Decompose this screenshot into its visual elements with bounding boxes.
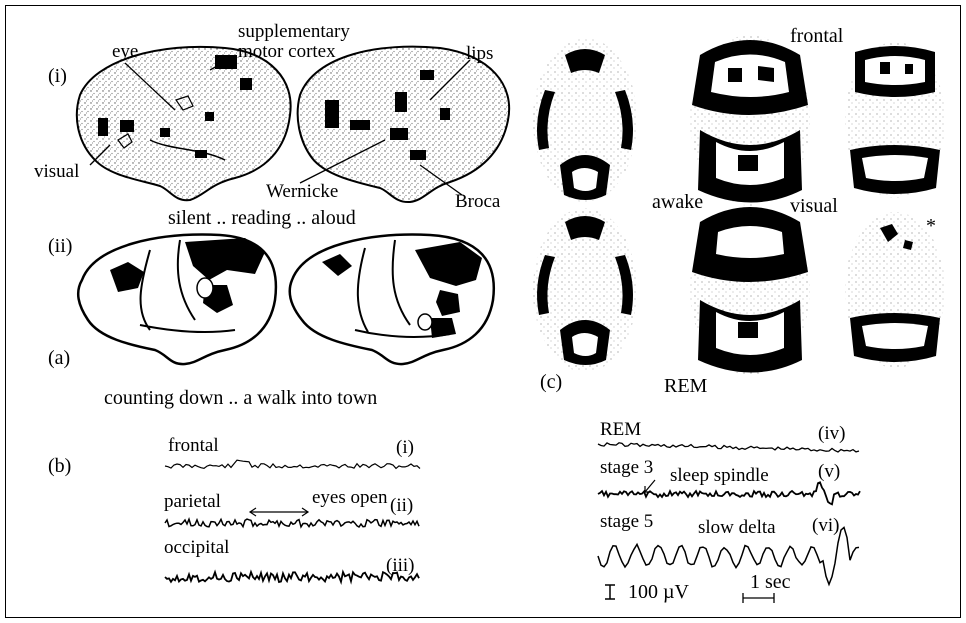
eeg-traces-b: [165, 460, 420, 582]
brain-a-i-right: [298, 47, 510, 202]
eeg-trace-occipital: [165, 572, 419, 582]
brain-a-ii-right: [290, 235, 494, 364]
caption-reading: silent .. reading .. aloud: [168, 208, 356, 228]
brain-a-i-left: [77, 47, 291, 200]
slice-top-right: [845, 42, 945, 198]
label-visual-a: visual: [34, 162, 79, 181]
panel-a-tag: (a): [48, 348, 70, 368]
caption-counting: counting down .. a walk into town: [104, 388, 377, 408]
label-lips: lips: [466, 44, 493, 63]
panel-b-tag: (b): [48, 456, 71, 476]
panel-c-tag: (c): [540, 372, 562, 392]
label-visual-c: visual: [790, 196, 838, 216]
trace-tag-v: (v): [818, 462, 840, 481]
label-slow-delta: slow delta: [698, 518, 776, 537]
slice-top-middle: [690, 35, 810, 205]
brain-a-ii-left: [78, 235, 276, 364]
label-frontal-c: frontal: [790, 26, 843, 46]
trace-tag-ii: (ii): [390, 496, 413, 515]
label-wernicke: Wernicke: [266, 182, 338, 201]
label-eye: eye: [112, 42, 138, 61]
trace-label-occipital: occipital: [164, 538, 229, 557]
trace-tag-iv: (iv): [818, 424, 845, 443]
label-time-scale: 1 sec: [750, 572, 791, 592]
label-broca: Broca: [455, 192, 500, 211]
label-supplementary: supplementary: [238, 22, 350, 41]
trace-label-stage-5: stage 5: [600, 512, 653, 531]
trace-label-rem: REM: [600, 420, 641, 439]
label-rem-c: REM: [664, 376, 707, 396]
label-asterisk: *: [926, 216, 936, 236]
trace-label-stage-3: stage 3: [600, 458, 653, 477]
label-awake: awake: [652, 192, 703, 212]
slice-bottom-left: [533, 208, 637, 372]
trace-tag-iii: (iii): [386, 556, 415, 575]
panel-a-i-tag: (i): [48, 66, 67, 86]
trace-label-frontal: frontal: [168, 436, 219, 455]
label-voltage-scale: 100 µV: [628, 582, 689, 602]
trace-tag-vi: (vi): [812, 516, 839, 535]
panel-a-ii-tag: (ii): [48, 236, 72, 256]
label-eyes-open: eyes open: [312, 488, 387, 507]
eeg-trace-parietal: [165, 519, 419, 527]
eeg-trace-rem: [598, 443, 859, 452]
slice-bottom-middle: [690, 205, 810, 375]
label-motor-cortex: motor cortex: [238, 42, 336, 61]
trace-tag-i: (i): [396, 438, 414, 457]
slice-top-left: [533, 38, 637, 202]
trace-label-parietal: parietal: [164, 492, 221, 511]
eeg-trace-frontal: [165, 460, 420, 468]
label-sleep-spindle: sleep spindle: [670, 466, 769, 485]
